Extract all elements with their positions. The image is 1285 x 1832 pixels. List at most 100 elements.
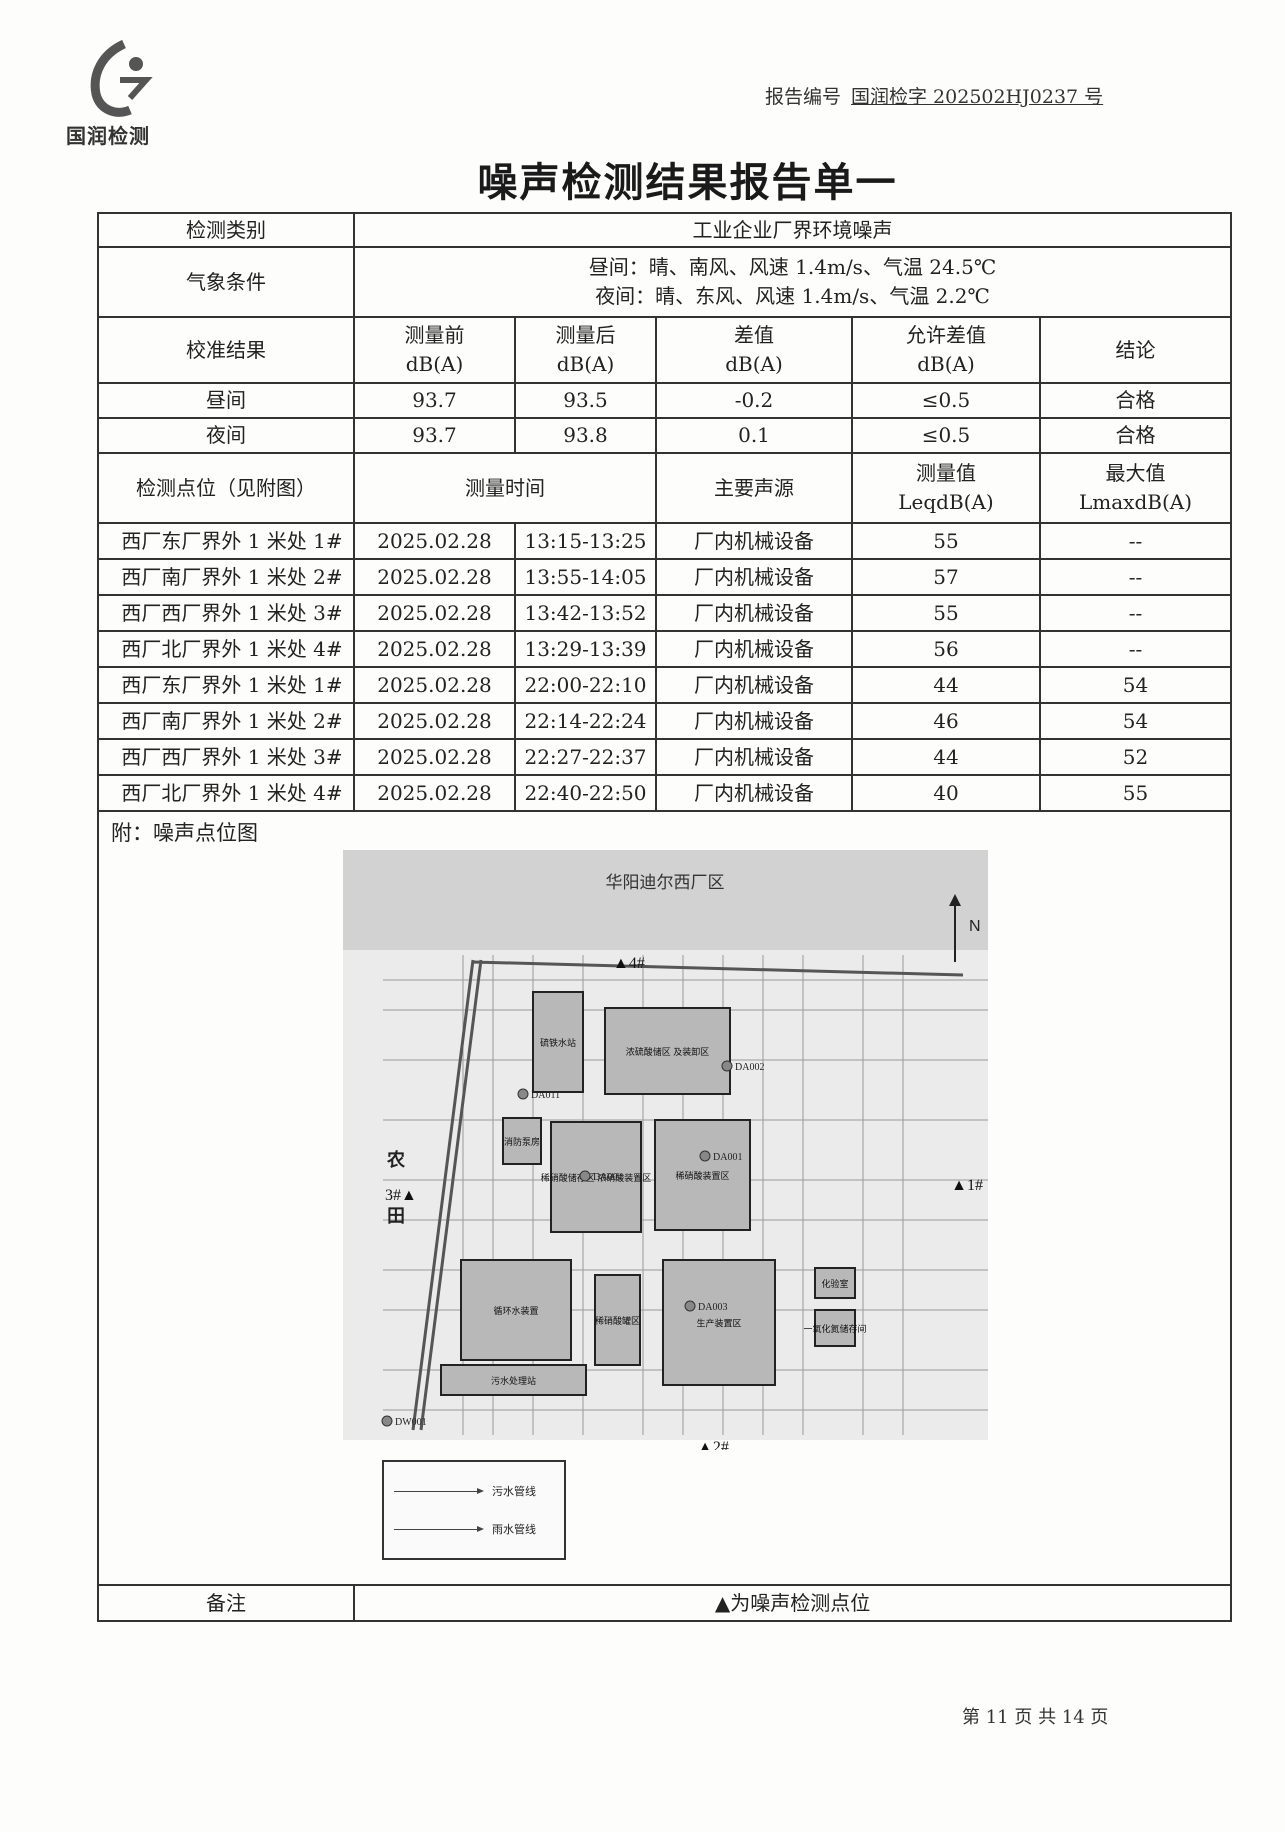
- time-cell: 22:40-22:50: [514, 774, 657, 812]
- time-cell: 22:27-22:37: [514, 738, 657, 776]
- header-unit: dB(A): [725, 352, 783, 376]
- outlet-marker: [579, 1170, 591, 1182]
- time-cell: 22:00-22:10: [514, 666, 657, 704]
- north-label: N: [969, 918, 981, 935]
- calib-row: 夜间 93.7 93.8 0.1 ≤0.5 合格: [97, 417, 1233, 454]
- point-cell: 西厂北厂界外 1 米处 4#: [97, 630, 355, 668]
- outlet-marker: [721, 1060, 733, 1072]
- outlet-label: DA002: [735, 1062, 764, 1073]
- calib-period: 夜间: [97, 417, 355, 454]
- outlet-label: DA004: [593, 1172, 622, 1183]
- calib-row: 昼间 93.7 93.5 -0.2 ≤0.5 合格: [97, 382, 1233, 419]
- building-block: [814, 1267, 856, 1299]
- source-cell: 厂内机械设备: [655, 774, 853, 812]
- calib-diff: -0.2: [655, 382, 853, 419]
- zone-label: 华阳迪尔西厂区: [606, 873, 725, 892]
- legend-arrow-icon: [394, 1526, 484, 1533]
- legend-arrow-icon: [394, 1488, 484, 1495]
- lmax-cell: 52: [1038, 738, 1233, 776]
- outlet-marker: [684, 1300, 696, 1312]
- calib-period: 昼间: [97, 382, 355, 419]
- building-label: 化验室: [821, 1278, 848, 1289]
- building-label: 硫铁水站: [540, 1037, 576, 1048]
- date-cell: 2025.02.28: [353, 558, 516, 596]
- map-legend: 污水管线 雨水管线: [382, 1460, 566, 1560]
- attachment-cell: 附：噪声点位图 华阳迪尔西厂区硫铁水站浓硫酸储区 及装卸区消防泵房稀硝酸储存区 …: [96, 810, 1233, 1586]
- calib-after: 93.8: [514, 417, 657, 454]
- leq-cell: 46: [851, 702, 1041, 740]
- zone-bar: [343, 850, 988, 950]
- time-cell: 13:15-13:25: [514, 522, 657, 560]
- building-label: 稀硝酸装置区: [675, 1170, 729, 1181]
- header-name: 差值: [734, 323, 774, 347]
- date-cell: 2025.02.28: [353, 522, 516, 560]
- building-label: 稀硝酸储存区 浓硝酸装置区: [541, 1172, 652, 1183]
- building-block: [460, 1259, 572, 1361]
- category-row: 检测类别 工业企业厂界环境噪声: [97, 212, 1233, 248]
- calib-label: 校准结果: [97, 316, 355, 384]
- point-cell: 西厂东厂界外 1 米处 1#: [97, 522, 355, 560]
- lmax-cell: --: [1038, 558, 1233, 596]
- building-label: 稀硝酸罐区: [595, 1315, 640, 1326]
- page-title: 噪声检测结果报告单一: [477, 159, 898, 206]
- legend-label: 污水管线: [492, 1485, 536, 1498]
- outlet-label: DA011: [531, 1090, 560, 1101]
- attachment-label: 附：噪声点位图: [111, 821, 258, 845]
- attachment-row: 附：噪声点位图 华阳迪尔西厂区硫铁水站浓硫酸储区 及装卸区消防泵房稀硝酸储存区 …: [96, 810, 1233, 1586]
- calib-diff: 0.1: [655, 417, 853, 454]
- header-unit: dB(A): [556, 352, 615, 376]
- lmax-cell: --: [1038, 630, 1233, 668]
- building-block: [502, 1117, 542, 1165]
- weather-value: 昼间：晴、南风、风速 1.4m/s、气温 24.5℃ 夜间：晴、东风、风速 1.…: [352, 246, 1233, 318]
- side-label: 农: [386, 1149, 405, 1171]
- lmax-cell: 54: [1038, 702, 1233, 740]
- building-block: [532, 991, 584, 1093]
- calib-result: 合格: [1038, 382, 1233, 419]
- noise-point-map: 华阳迪尔西厂区硫铁水站浓硫酸储区 及装卸区消防泵房稀硝酸储存区 浓硝酸装置区稀硝…: [343, 850, 988, 1456]
- measure-header-source: 主要声源: [655, 452, 853, 524]
- noise-point-label: ▲1#: [951, 1177, 983, 1194]
- remarks-value: ▲为噪声检测点位: [352, 1584, 1233, 1622]
- time-cell: 13:29-13:39: [514, 630, 657, 668]
- point-cell: 西厂南厂界外 1 米处 2#: [97, 558, 355, 596]
- outlet-label: DA003: [698, 1302, 727, 1313]
- outlet-marker: [381, 1415, 393, 1427]
- logo-text: 国润检测: [66, 124, 150, 148]
- side-label: 田: [387, 1206, 405, 1227]
- header-name: 允许差值: [906, 323, 986, 347]
- outlet-label: DA001: [713, 1152, 742, 1163]
- header-unit: LmaxdB(A): [1079, 490, 1193, 514]
- report-no-value: 国润检字 202502HJ0237 号: [851, 86, 1104, 108]
- leq-cell: 55: [851, 594, 1041, 632]
- date-cell: 2025.02.28: [353, 594, 516, 632]
- site-map-drawing: 华阳迪尔西厂区硫铁水站浓硫酸储区 及装卸区消防泵房稀硝酸储存区 浓硝酸装置区稀硝…: [343, 850, 988, 1456]
- building-block: [604, 1007, 731, 1095]
- page-footer: 第 11 页 共 14 页: [962, 1707, 1109, 1728]
- north-arrow-icon: [949, 894, 961, 962]
- header-name: 测量值: [916, 461, 976, 485]
- building-label: 浓硫酸储区 及装卸区: [626, 1046, 710, 1057]
- leq-cell: 57: [851, 558, 1041, 596]
- building-block: [814, 1309, 856, 1347]
- header-name: 测量前: [404, 323, 465, 347]
- calib-before: 93.7: [353, 417, 516, 454]
- noise-point-label: ▲4#: [613, 955, 645, 972]
- north-arrow: N: [947, 892, 987, 972]
- noise-point-label: ▲2#: [697, 1439, 729, 1450]
- calib-header-diff: 差值 dB(A): [655, 316, 853, 384]
- building-label: 生产装置区: [696, 1318, 741, 1329]
- calib-allow: ≤0.5: [851, 382, 1041, 419]
- building-block: [440, 1364, 587, 1396]
- weather-day: 昼间：晴、南风、风速 1.4m/s、气温 24.5℃: [588, 255, 997, 279]
- time-cell: 13:55-14:05: [514, 558, 657, 596]
- weather-label: 气象条件: [97, 246, 355, 318]
- leq-cell: 40: [851, 774, 1041, 812]
